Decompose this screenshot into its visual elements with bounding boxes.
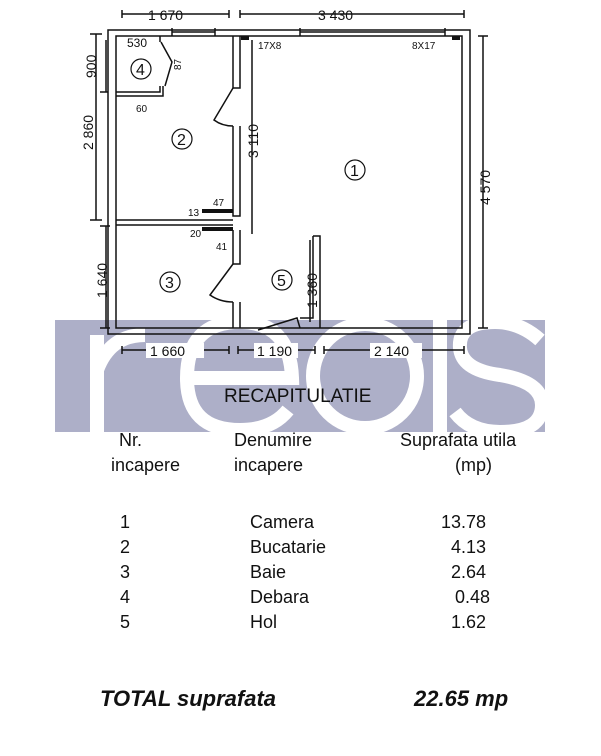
dim-top-1: 1 670 (148, 7, 183, 23)
dim-bottom-2: 1 190 (257, 343, 292, 359)
header-nr: Nr. (119, 430, 143, 450)
row-area: 1.62 (451, 612, 487, 632)
closet-wall (116, 36, 164, 97)
vent-label: 17X8 (258, 41, 282, 52)
row-name: Bucatarie (250, 537, 327, 557)
small-label: 530 (127, 36, 147, 50)
row-area: 2.64 (451, 562, 487, 582)
row-name: Hol (250, 612, 278, 632)
room-number-3: 3 (165, 275, 174, 292)
room-number-4: 4 (136, 62, 145, 79)
window (171, 28, 446, 36)
header-name: Denumire (234, 430, 313, 450)
small-label: 60 (136, 104, 148, 115)
dim-right: 4 570 (477, 170, 493, 205)
door (257, 317, 301, 331)
header-area: Suprafata utila (400, 430, 517, 450)
row-nr: 5 (120, 612, 131, 632)
row-name: Camera (250, 512, 315, 532)
partition-wall (300, 235, 321, 328)
dim-bottom-1: 1 660 (150, 343, 185, 359)
inner-wall (115, 35, 463, 329)
dim-top-2: 3 430 (318, 7, 353, 23)
row-name: Debara (250, 587, 310, 607)
outer-wall (107, 29, 471, 335)
header-area-sub: (mp) (455, 455, 492, 475)
row-nr: 3 (120, 562, 131, 582)
row-area: 0.48 (455, 587, 491, 607)
room-number-1: 1 (350, 163, 359, 180)
partition-wall (232, 36, 241, 328)
small-label: 41 (216, 242, 228, 253)
room-number-5: 5 (277, 273, 286, 290)
floor-plan: 1 670 3 430 1 660 1 190 2 140 900 2 860 … (80, 7, 493, 359)
small-label: 47 (213, 198, 225, 209)
recap-title: RECAPITULATIE (224, 386, 372, 407)
dim-bottom-3: 2 140 (374, 343, 409, 359)
door (208, 263, 234, 303)
dim-inner: 3 110 (245, 124, 261, 158)
dim-left-2: 2 860 (80, 115, 96, 150)
small-label: 13 (188, 208, 200, 219)
header-name-sub: incapere (234, 455, 304, 475)
row-area: 13.78 (441, 512, 487, 532)
row-name: Baie (250, 562, 287, 582)
row-nr: 2 (120, 537, 131, 557)
small-label: 87 (173, 58, 184, 70)
room-number-2: 2 (177, 132, 186, 149)
dim-left-1: 900 (83, 54, 99, 78)
vent-label: 8X17 (412, 41, 436, 52)
total-label: TOTAL suprafata (100, 686, 277, 711)
small-label: 20 (190, 229, 202, 240)
dim-hol: 1 360 (304, 273, 320, 308)
partition-wall (116, 219, 233, 226)
dim-left-3: 1 640 (94, 263, 110, 298)
total-value: 22.65 mp (414, 686, 509, 711)
header-nr-sub: incapere (111, 455, 181, 475)
door (213, 87, 234, 127)
door (160, 41, 173, 87)
row-nr: 1 (120, 512, 131, 532)
row-nr: 4 (120, 587, 131, 607)
row-area: 4.13 (451, 537, 487, 557)
